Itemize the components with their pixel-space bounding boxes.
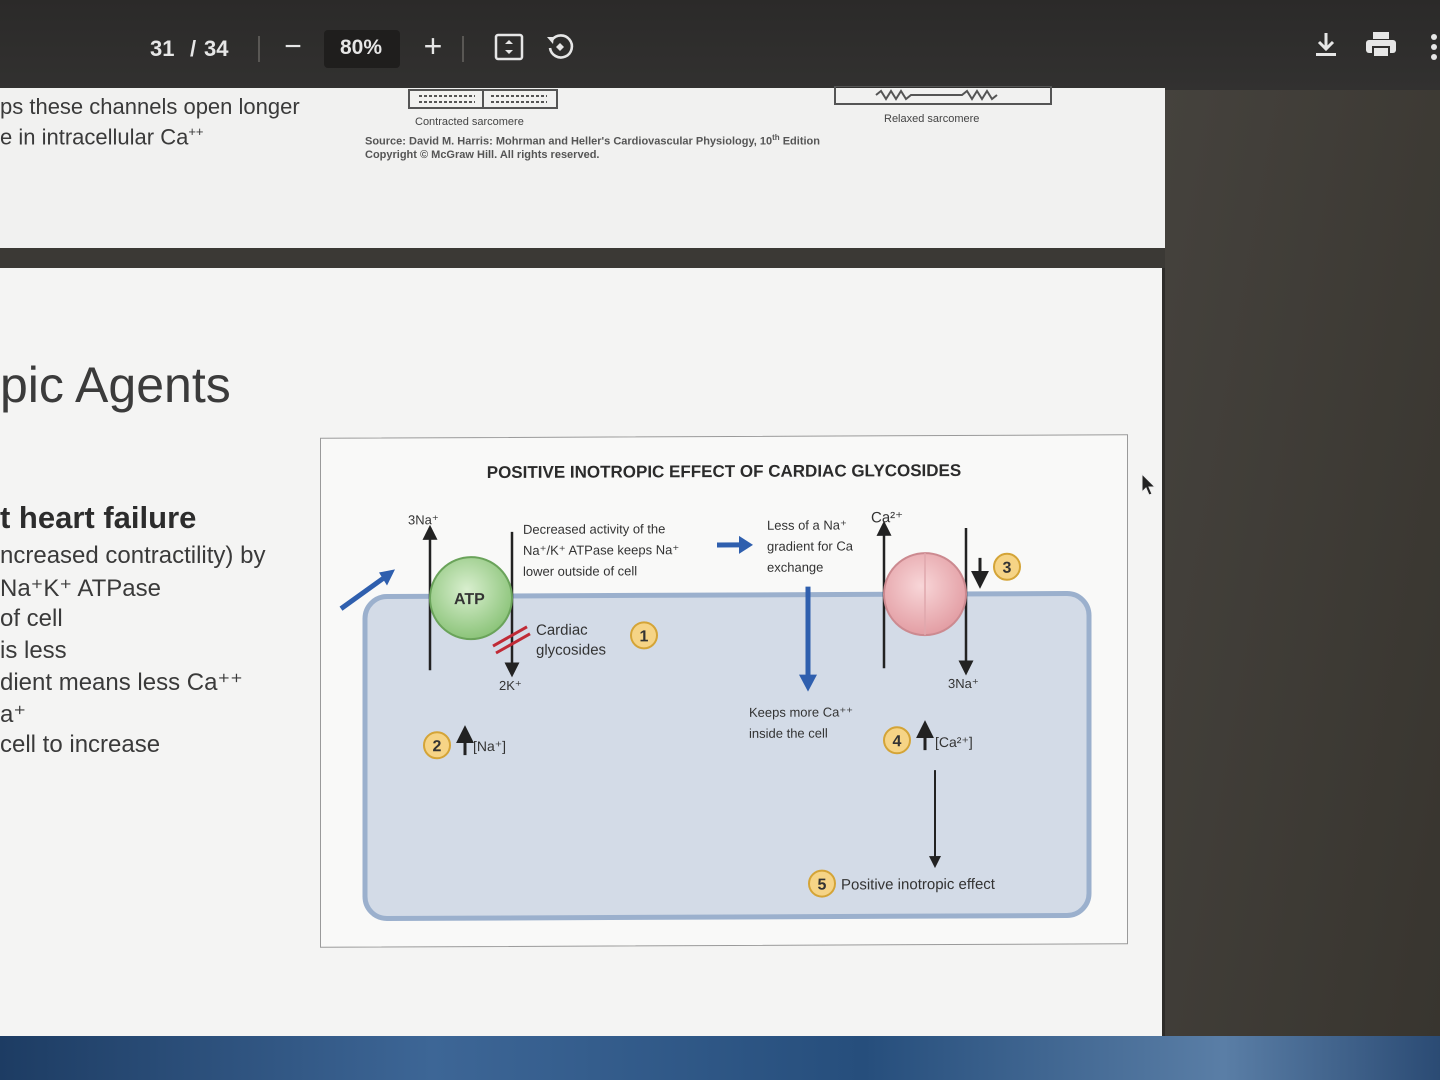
na-out-label: 3Na⁺ (408, 512, 439, 527)
step-badge-1 (630, 621, 658, 650)
viewer-background (1165, 90, 1440, 1040)
zoom-out-button[interactable]: − (284, 30, 302, 63)
blue-arrow (339, 576, 385, 611)
toolbar-divider (462, 36, 464, 62)
gradient-description: exchange (767, 560, 823, 575)
page-separator-gap (0, 248, 1165, 268)
relaxed-sarcomere-figure (834, 86, 1052, 105)
calcium-retention-label: inside the cell (749, 726, 828, 741)
slide-bullet: Na⁺K⁺ ATPase (0, 575, 161, 602)
mechanism-description: lower outside of cell (523, 563, 637, 578)
gradient-description: gradient for Ca (767, 538, 854, 553)
step-badge-5 (808, 869, 836, 898)
atp-label: ATP (454, 591, 485, 608)
inhibition-mark (495, 632, 531, 655)
calcium-retention-label: Keeps more Ca⁺⁺ (749, 704, 853, 719)
contracted-sarcomere-figure (408, 89, 558, 109)
step-number: 1 (640, 628, 649, 645)
step-badge-4 (883, 726, 911, 755)
mouse-cursor-icon (1141, 472, 1157, 496)
cell-membrane (362, 591, 1092, 921)
zoom-value[interactable]: 80% (340, 36, 383, 59)
figure-source-citation: Source: David M. Harris: Mohrman and Hel… (365, 133, 820, 148)
na-in-label: 3Na⁺ (948, 676, 979, 691)
slide-title: pic Agents (0, 357, 231, 413)
slide-bullet: a⁺ (0, 701, 27, 728)
slide-bullet: ncreased contractility) by (0, 542, 266, 569)
toolbar-divider (258, 36, 260, 62)
figure-title: POSITIVE INOTROPIC EFFECT OF CARDIAC GLY… (487, 461, 961, 482)
calcium-concentration-label: [Ca²⁺] (935, 734, 973, 750)
slide-bullet: cell to increase (0, 731, 161, 758)
step-badge-2 (423, 731, 451, 760)
download-icon[interactable] (1312, 30, 1340, 60)
zoom-in-button[interactable]: + (423, 28, 443, 64)
contracted-sarcomere-caption: Contracted sarcomere (415, 116, 524, 128)
relaxed-sarcomere-caption: Relaxed sarcomere (884, 113, 980, 125)
slide-bullet: of cell (0, 605, 63, 632)
step-number: 2 (433, 738, 442, 755)
figure-diagram: POSITIVE INOTROPIC EFFECT OF CARDIAC GLY… (339, 461, 1092, 921)
rotate-icon[interactable] (544, 31, 576, 63)
page-separator: / (190, 36, 197, 61)
positive-inotropic-effect-label: Positive inotropic effect (841, 876, 996, 894)
glycoside-label: glycosides (536, 642, 606, 659)
copyright-notice: Copyright © McGraw Hill. All rights rese… (365, 149, 600, 161)
desktop-taskbar (0, 1036, 1440, 1080)
ca-label: Ca²⁺ (871, 509, 903, 526)
mechanism-description: Na⁺/K⁺ ATPase keeps Na⁺ (523, 542, 679, 558)
zoom-field[interactable] (324, 30, 400, 68)
fit-page-icon[interactable] (494, 32, 524, 62)
step-number: 5 (818, 877, 827, 894)
glycoside-label: Cardiac (536, 622, 588, 639)
pdf-toolbar: 31 / 34 − 80% + (0, 0, 1440, 90)
step-number: 4 (893, 733, 902, 750)
mechanism-description: Decreased activity of the (523, 521, 665, 537)
slide-bullet: t heart failure (0, 500, 197, 535)
glycoside-mechanism-figure: POSITIVE INOTROPIC EFFECT OF CARDIAC GLY… (320, 434, 1128, 948)
gradient-description: Less of a Na⁺ (767, 517, 847, 532)
slide-bullet: dient means less Ca⁺⁺ (0, 669, 243, 696)
print-icon[interactable] (1364, 30, 1398, 60)
step-number: 3 (1003, 560, 1012, 577)
step-badge-3 (993, 552, 1021, 581)
prev-page-text-line: e in intracellular Ca++ (0, 124, 204, 150)
slide-bullet: is less (0, 637, 67, 664)
blue-arrowhead (799, 674, 817, 692)
inhibition-mark (492, 625, 528, 648)
page-total: 34 (204, 36, 229, 61)
blue-arrowhead (379, 569, 395, 586)
previous-page (0, 88, 1165, 248)
blue-arrowhead (739, 535, 753, 554)
more-icon[interactable] (1428, 32, 1440, 62)
prev-page-text-line: ps these channels open longer (0, 94, 300, 119)
sodium-concentration-label: [Na⁺] (473, 738, 506, 754)
na-k-atpase-pump (429, 556, 513, 641)
page-number-input[interactable]: 31 (150, 36, 175, 61)
k-in-label: 2K⁺ (499, 678, 522, 693)
